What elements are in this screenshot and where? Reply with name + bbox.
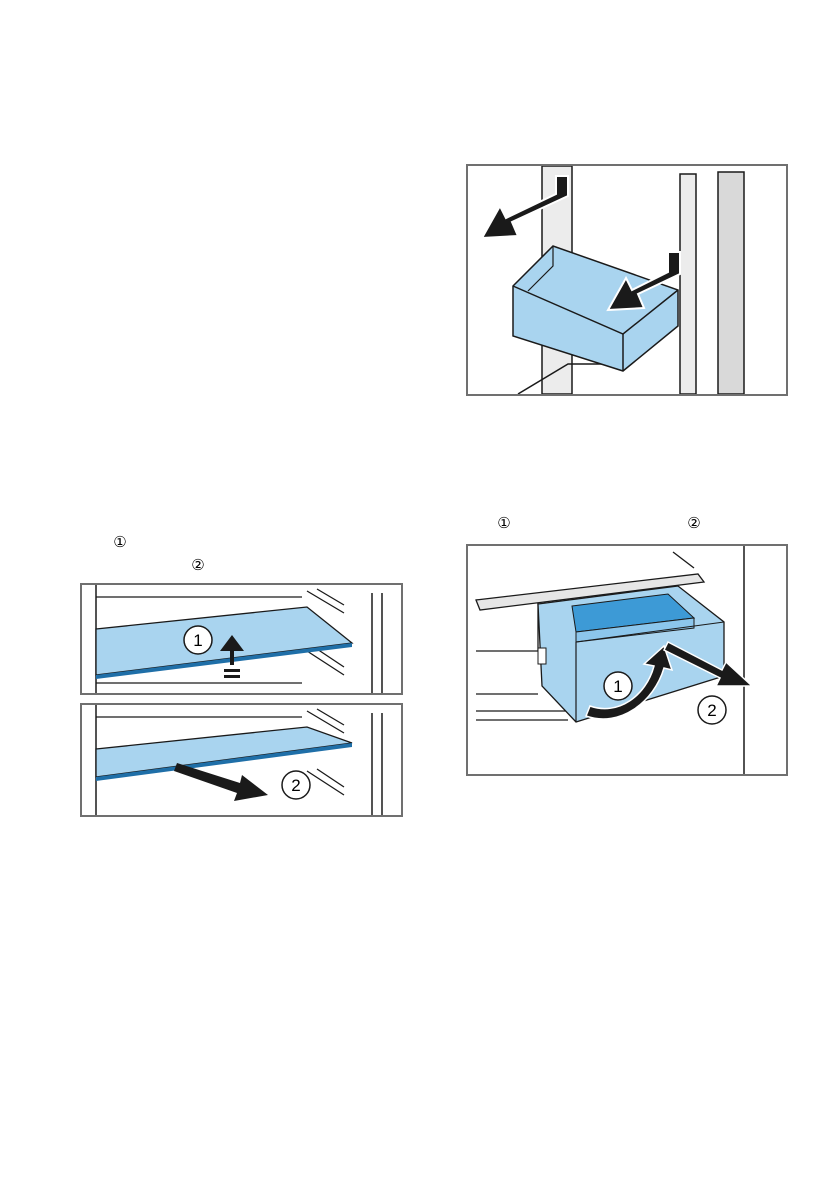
shelf-lift-illustration: 1 [82,585,401,693]
lower-rack-outline [518,364,628,394]
callout-1-label: 1 [193,631,202,650]
callout-2: 2 [282,771,310,799]
right-rail [718,172,744,394]
figure-drawer: 1 2 [466,544,788,776]
arrow-right-down-icon [174,763,268,801]
door-rack [513,246,678,371]
figure-shelf-lift: 1 [80,583,403,695]
callout-1: 1 [184,626,212,654]
glass-shelf [96,607,352,679]
callout-1: 1 [604,672,632,700]
shelf-step1-marker: ① [112,534,128,550]
drawer-illustration: 1 2 [468,546,786,774]
shelf-pull-illustration: 2 [82,705,401,815]
callout-1-label: 1 [613,677,622,696]
figure-door-rack [466,164,788,396]
callout-2-label: 2 [291,776,300,795]
door-rack-illustration [468,166,786,394]
middle-rail [680,174,696,394]
drawer-step1-marker: ① [496,515,512,531]
callout-2-label: 2 [707,701,716,720]
shelf-step2-marker: ② [190,557,206,573]
glass-shelf [96,727,352,781]
callout-2: 2 [698,696,726,724]
figure-shelf-pull: 2 [80,703,403,817]
drawer-step2-marker: ② [686,515,702,531]
